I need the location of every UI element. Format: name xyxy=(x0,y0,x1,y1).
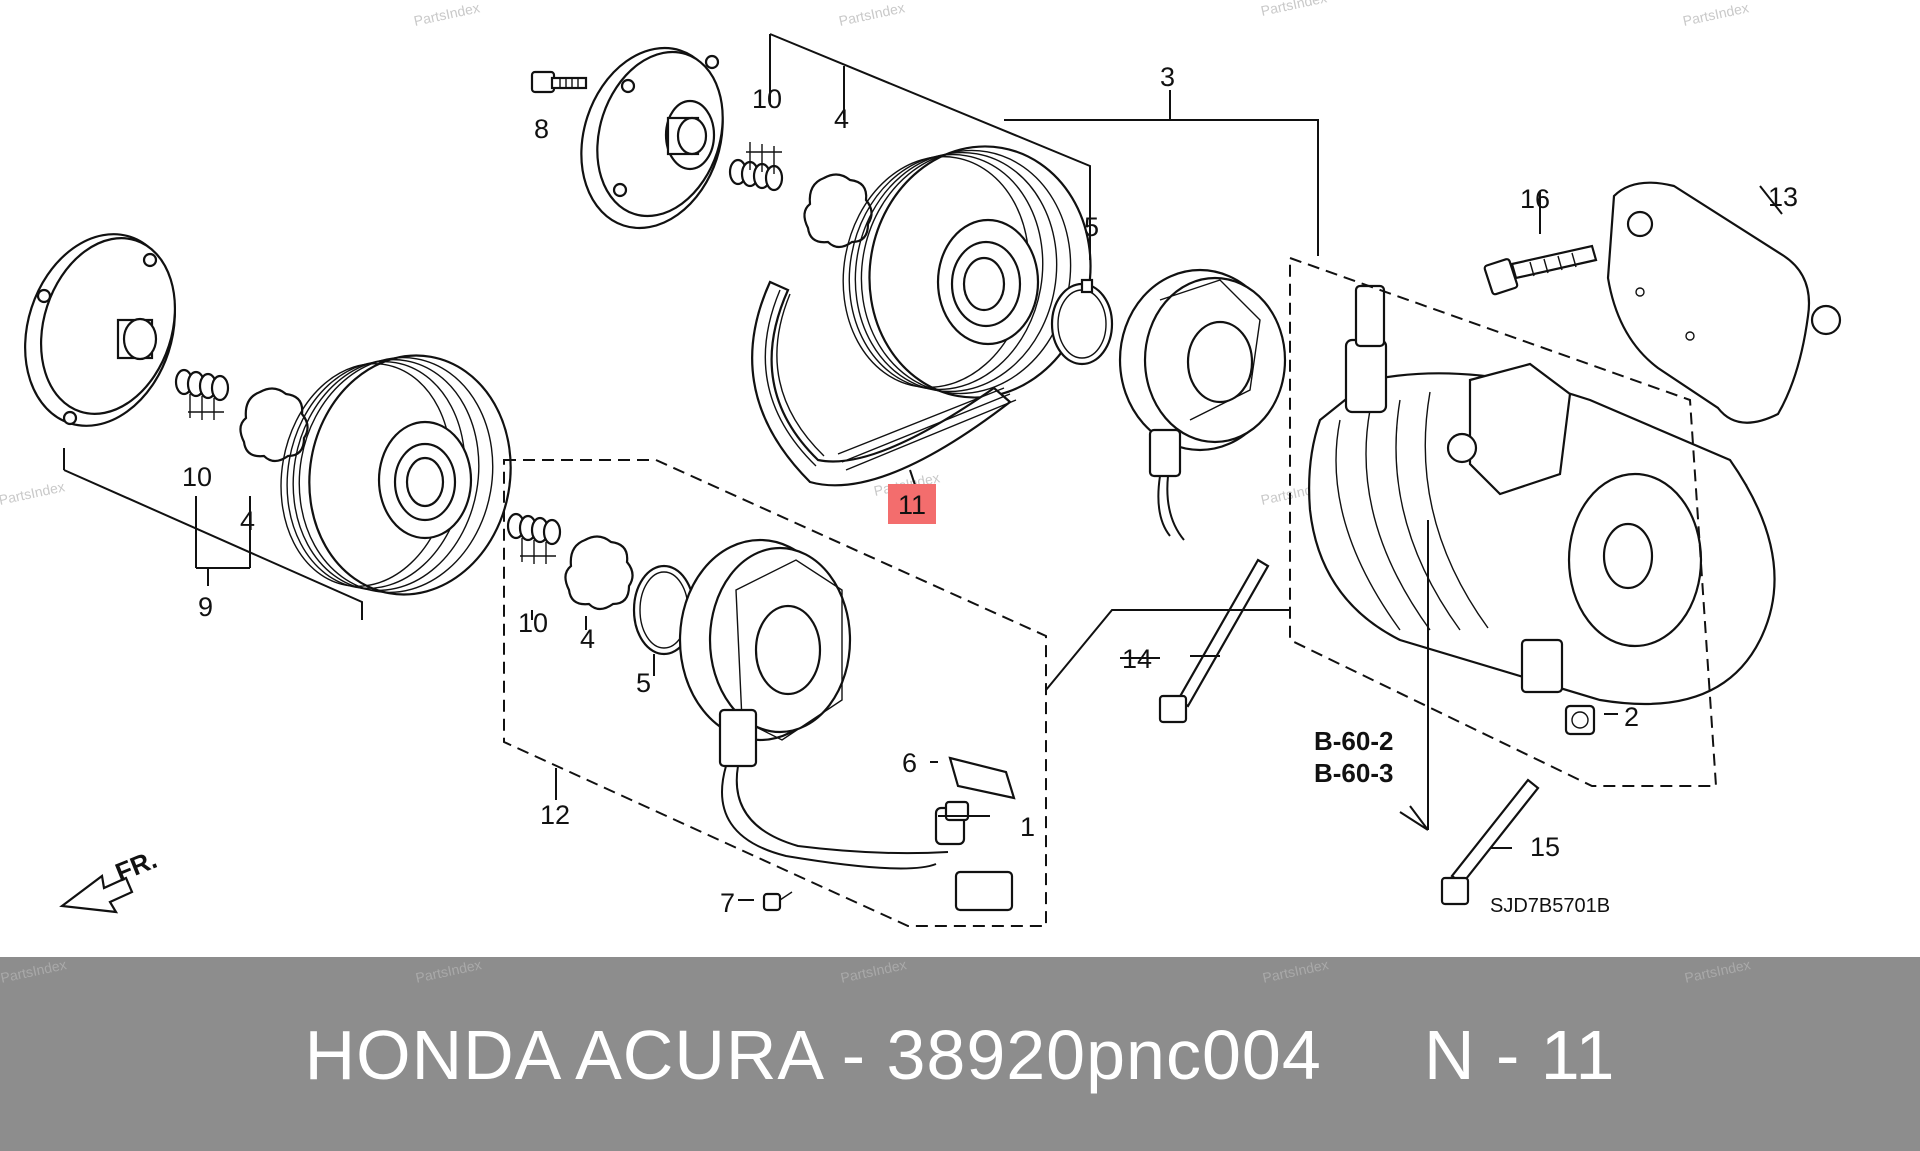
watermark: PartsIndex xyxy=(0,478,66,508)
watermark: PartsIndex xyxy=(837,0,906,29)
figure-code: SJD7B5701B xyxy=(1490,895,1610,917)
callout-15: 15 xyxy=(1530,832,1560,862)
footer-banner: PartsIndex PartsIndex PartsIndex PartsIn… xyxy=(0,956,1920,1151)
watermark: PartsIndex xyxy=(1261,956,1330,986)
callout-7: 7 xyxy=(720,888,735,918)
connector-1 xyxy=(934,800,970,846)
long-bolt-14 xyxy=(1158,558,1270,724)
callout-11: 11 xyxy=(898,490,926,520)
callout-4: 4 xyxy=(580,624,595,654)
callout-4: 4 xyxy=(834,104,849,134)
callout-8: 8 xyxy=(534,114,549,144)
callout-4: 4 xyxy=(240,506,255,536)
callout-1: 1 xyxy=(1020,812,1035,842)
drive-belt-11 xyxy=(751,280,1017,487)
front-direction-arrow: FR. xyxy=(59,844,161,914)
shims-10 xyxy=(174,142,784,564)
long-bolt-15 xyxy=(1440,778,1540,906)
callout-5: 5 xyxy=(636,668,651,698)
pulley-upper xyxy=(842,145,1092,399)
watermark: PartsIndex xyxy=(1259,0,1328,19)
parts-diagram: PartsIndex PartsIndex PartsIndex PartsIn… xyxy=(0,0,1842,927)
callout-6: 6 xyxy=(902,748,917,778)
clutch-plate-upper xyxy=(580,46,724,230)
highlight-box-11 xyxy=(888,484,936,524)
nut-2 xyxy=(1564,704,1596,736)
field-coil-lower xyxy=(678,538,1014,912)
callout-13: 13 xyxy=(1768,182,1798,212)
group-lines xyxy=(63,33,1783,927)
screw-7 xyxy=(762,891,793,912)
callout-10: 10 xyxy=(518,608,548,638)
field-coil-upper xyxy=(1118,268,1287,541)
watermark: PartsIndex xyxy=(412,0,481,29)
snap-rings-4 xyxy=(239,173,873,611)
bolt-8 xyxy=(530,70,588,94)
clutch-plate-left xyxy=(24,233,177,427)
callout-2: 2 xyxy=(1624,702,1639,732)
callout-10: 10 xyxy=(752,84,782,114)
watermark: PartsIndex xyxy=(414,956,483,986)
retaining-ring-5-upper xyxy=(1050,278,1114,366)
compressor-body xyxy=(1308,284,1776,706)
watermark: PartsIndex xyxy=(1683,956,1752,986)
callout-12: 12 xyxy=(540,800,570,830)
callout-16: 16 xyxy=(1520,184,1550,214)
callout-10: 10 xyxy=(182,462,212,492)
reference-b-60-2: B-60-2 xyxy=(1314,726,1393,756)
watermark: PartsIndex xyxy=(839,956,908,986)
plate-6 xyxy=(948,756,1016,800)
callout-3: 3 xyxy=(1160,62,1175,92)
callout-9: 9 xyxy=(198,592,213,622)
watermark: PartsIndex xyxy=(0,956,68,986)
pulley-left xyxy=(280,354,512,596)
part-number-label: HONDA ACURA - 38920pnc004 N - 11 xyxy=(304,1016,1616,1094)
callout-labels: 1 2 3 4 4 4 5 5 6 7 8 9 10 10 10 11 12 1… xyxy=(182,62,1798,918)
bolt-16 xyxy=(1483,244,1598,296)
bracket-13 xyxy=(1606,181,1842,424)
watermark: PartsIndex xyxy=(1681,0,1750,29)
reference-b-60-3: B-60-3 xyxy=(1314,758,1393,788)
callout-14: 14 xyxy=(1122,644,1152,674)
callout-5: 5 xyxy=(1084,212,1099,242)
